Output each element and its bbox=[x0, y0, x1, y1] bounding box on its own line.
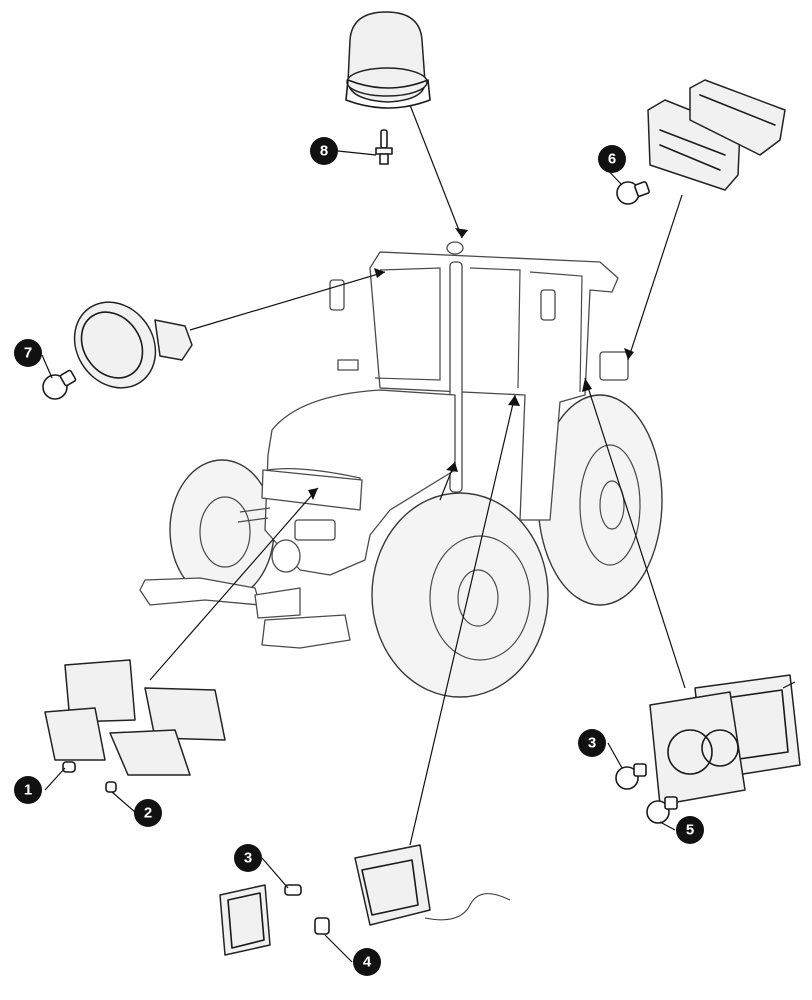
callout-6: 6 bbox=[598, 145, 626, 186]
svg-text:3: 3 bbox=[588, 735, 596, 752]
svg-text:8: 8 bbox=[320, 143, 328, 160]
svg-text:3: 3 bbox=[244, 850, 252, 867]
work-lamp bbox=[73, 301, 193, 389]
bulb-7 bbox=[42, 369, 77, 400]
svg-text:7: 7 bbox=[24, 345, 32, 362]
leader-lines bbox=[149, 104, 686, 846]
halogen-bulb bbox=[375, 129, 393, 165]
bulb-3-rear bbox=[615, 763, 647, 790]
callout-1: 1 bbox=[14, 767, 66, 804]
callout-2: 2 bbox=[111, 791, 162, 827]
bulb-1 bbox=[62, 761, 76, 773]
front-right-wheel bbox=[371, 492, 549, 698]
callout-8: 8 bbox=[310, 137, 377, 165]
front-indicator-assembly bbox=[44, 659, 226, 776]
bulb-6 bbox=[616, 181, 650, 205]
callout-7: 7 bbox=[14, 339, 53, 379]
svg-text:2: 2 bbox=[144, 805, 152, 822]
callout-5: 5 bbox=[659, 816, 704, 844]
svg-text:4: 4 bbox=[363, 954, 372, 971]
rear-right-wheel bbox=[537, 394, 663, 606]
svg-text:5: 5 bbox=[686, 822, 694, 839]
rear-light-mount bbox=[599, 351, 629, 381]
bulb-2 bbox=[105, 781, 117, 793]
callout-4: 4 bbox=[324, 934, 381, 976]
rotating-beacon bbox=[345, 11, 431, 109]
callout-3-front: 3 bbox=[234, 844, 289, 889]
tractor-cab bbox=[329, 251, 619, 521]
tractor-illustration bbox=[139, 241, 663, 698]
callout-3-rear: 3 bbox=[578, 729, 623, 769]
number-plate-lamp bbox=[354, 844, 511, 926]
svg-text:6: 6 bbox=[608, 151, 616, 168]
svg-text:1: 1 bbox=[24, 782, 32, 799]
front-hitch bbox=[139, 507, 351, 649]
beacon-mount bbox=[446, 241, 464, 255]
bulb-3-front bbox=[284, 884, 302, 896]
bulb-4 bbox=[314, 917, 330, 935]
work-light-bottom bbox=[219, 884, 271, 956]
rear-lamp-cluster bbox=[647, 79, 786, 191]
rear-combination-lamp bbox=[649, 674, 801, 806]
bulb-5 bbox=[646, 796, 678, 824]
